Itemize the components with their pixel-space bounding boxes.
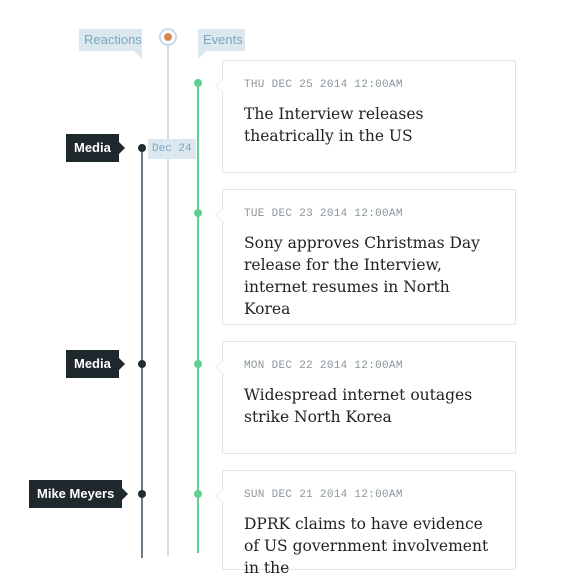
now-dot: [164, 33, 172, 41]
event-dot: [194, 490, 202, 498]
event-card[interactable]: THU DEC 25 2014 12:00AM The Interview re…: [215, 60, 516, 173]
event-date: TUE DEC 23 2014 12:00AM: [244, 208, 403, 220]
event-dot: [194, 360, 202, 368]
events-column-header: Events: [198, 29, 245, 59]
reaction-label-mike-meyers[interactable]: Mike Meyers: [29, 480, 129, 508]
event-date: THU DEC 25 2014 12:00AM: [244, 79, 403, 91]
event-card[interactable]: TUE DEC 23 2014 12:00AM Sony approves Ch…: [215, 189, 516, 325]
reactions-column-header: Reactions: [79, 29, 142, 59]
event-dot: [194, 79, 202, 87]
event-card[interactable]: SUN DEC 21 2014 12:00AM DPRK claims to h…: [215, 470, 516, 577]
reaction-dot: [138, 144, 146, 152]
event-title: DPRK claims to have evidence of US gover…: [244, 515, 489, 577]
timeline-axis: [167, 46, 169, 556]
reaction-label-media[interactable]: Media: [66, 350, 125, 378]
event-title: Sony approves Christmas Day release for …: [244, 234, 480, 318]
events-line: [197, 83, 199, 553]
event-dot: [194, 209, 202, 217]
event-title: Widespread internet outages strike North…: [244, 386, 473, 426]
event-card[interactable]: MON DEC 22 2014 12:00AM Widespread inter…: [215, 341, 516, 454]
date-marker: Dec 24: [148, 139, 196, 159]
reaction-dot: [138, 490, 146, 498]
reaction-dot: [138, 360, 146, 368]
reactions-line: [141, 148, 143, 558]
event-date: MON DEC 22 2014 12:00AM: [244, 360, 403, 372]
event-title: The Interview releases theatrically in t…: [244, 105, 424, 145]
event-date: SUN DEC 21 2014 12:00AM: [244, 489, 403, 501]
reaction-label-media[interactable]: Media: [66, 134, 125, 162]
now-marker: [159, 28, 177, 46]
